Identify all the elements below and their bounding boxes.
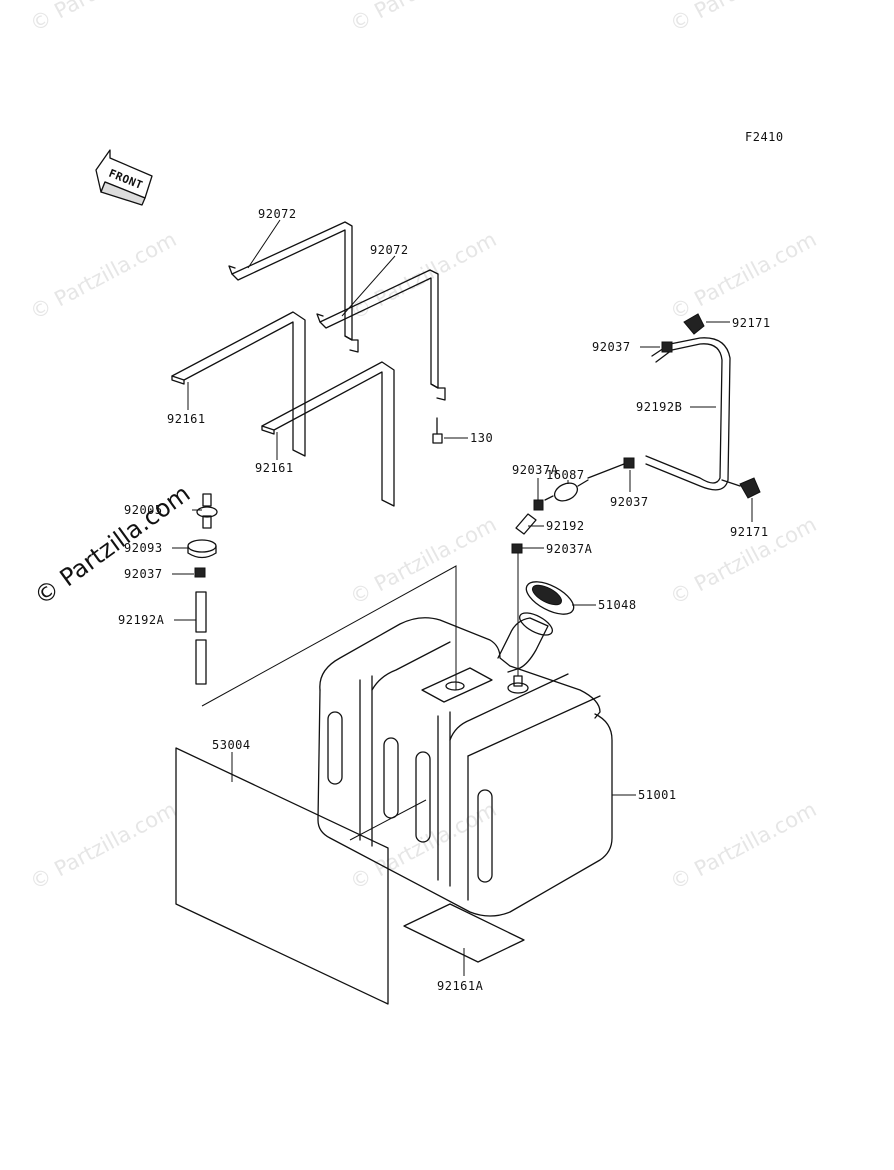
bracket-92072-front [316,269,446,401]
label-92072-front: 92072 [370,243,409,257]
label-92072-rear: 92072 [258,207,297,221]
watermark: © Partzilla.com [346,0,500,36]
sheet-53004 [175,747,389,1005]
label-92192A: 92192A [118,613,165,627]
watermark: © Partzilla.com [26,227,180,324]
valve-92005 [196,493,218,529]
label-92037-mid: 92037 [610,495,649,509]
label-92171-lower: 92171 [730,525,769,539]
watermark: © Partzilla.com [26,0,180,36]
diagram-code: F2410 [745,130,784,144]
strap-92161-rear [171,311,306,457]
watermark: © Partzilla.com [346,797,500,894]
clamp-92037-mid [623,457,635,469]
watermark: © Partzilla.com [346,227,500,324]
watermark-main: © Partzilla.com [29,479,195,611]
watermark: © Partzilla.com [666,227,820,324]
label-51001: 51001 [638,788,677,802]
label-92161-rear: 92161 [167,412,206,426]
sheet-92161A [403,903,525,963]
label-51048: 51048 [598,598,637,612]
bracket-92072-rear [228,221,359,353]
clip-92171-upper [683,313,705,335]
label-130: 130 [470,431,493,445]
hose-92192A [195,591,207,685]
label-92093: 92093 [124,541,163,555]
clamp-92037A-upper [533,499,544,511]
front-arrow-icon: FRONT [95,149,153,206]
watermark: © Partzilla.com [26,797,180,894]
label-16087: 16087 [546,468,585,482]
fuel-tank-51001 [317,612,613,917]
valve-16087 [544,479,589,502]
hose-92192B [587,337,741,491]
watermark: © Partzilla.com [666,797,820,894]
label-92037A-lower: 92037A [546,542,593,556]
label-53004: 53004 [212,738,251,752]
hose-92192 [515,513,537,535]
cap-51048 [525,581,575,615]
leader-lines [172,219,753,976]
label-92171-upper: 92171 [732,316,771,330]
label-92037-upper: 92037 [592,340,631,354]
grommet-92093 [187,539,217,559]
reference-lines [201,548,519,841]
watermarks: © Partzilla.com © Partzilla.com © Partzi… [26,0,820,894]
label-92037-left: 92037 [124,567,163,581]
watermark: © Partzilla.com [346,512,500,609]
label-92161-front: 92161 [255,461,294,475]
label-92005: 92005 [124,503,163,517]
strap-92161-front [261,361,395,507]
part-labels: 92072 92072 92161 92161 130 92171 92037 … [118,207,771,993]
bolt-130 [432,417,443,444]
watermark: © Partzilla.com [666,0,820,36]
label-92192: 92192 [546,519,585,533]
clamp-92037A-lower [511,543,523,554]
clamp-92037-upper-right [661,341,673,353]
clamp-92037-left [194,567,206,578]
label-92192B: 92192B [636,400,682,414]
label-92037A-upper: 92037A [512,463,559,477]
label-92161A: 92161A [437,979,484,993]
clip-92171-lower [739,477,761,499]
